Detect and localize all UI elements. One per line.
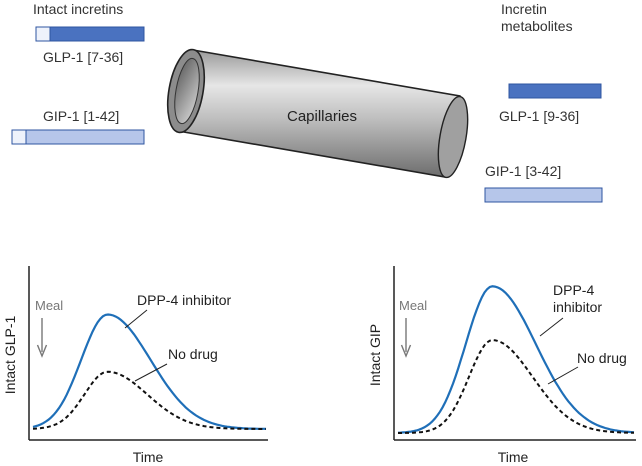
glp1-inhibitor-curve	[32, 313, 267, 430]
gip-meal-arrow	[400, 318, 412, 358]
capillaries-label: Capillaries	[287, 108, 357, 125]
glp1-nodrug-curve	[32, 370, 266, 430]
gip-nodrug-leader	[547, 366, 579, 385]
glp1-intact-cleaved-segment	[35, 26, 51, 42]
glp1-meal-arrow	[36, 318, 48, 358]
gip-meal-label: Meal	[399, 298, 427, 313]
capillary-tube: Capillaries	[166, 48, 469, 179]
glp1-chart: Intact GLP-1 Time Meal DPP-4 inhibitor N…	[2, 266, 268, 465]
gip1-intact-label: GIP-1 [1-42]	[43, 108, 119, 124]
capillary-far-end	[437, 95, 469, 179]
metabolites-heading-line-1: Incretin	[501, 1, 547, 17]
glp1-metabolite-bar	[508, 83, 602, 99]
glp1-nodrug-label: No drug	[168, 346, 218, 362]
glp1-nodrug-leader	[134, 363, 168, 382]
gip-inhibitor-curve	[397, 285, 635, 434]
incretin-metabolites-heading: Incretin metabolites	[501, 1, 573, 34]
glp1-inhibitor-leader	[124, 309, 148, 329]
glp1-intact-label: GLP-1 [7-36]	[43, 49, 123, 65]
gip1-intact-bar	[11, 129, 145, 145]
metabolites-heading-line-2: metabolites	[501, 18, 573, 34]
glp1-metabolite-label: GLP-1 [9-36]	[499, 108, 579, 124]
gip-chart-xlabel: Time	[498, 449, 529, 465]
glp1-intact-bar	[35, 26, 145, 42]
glp1-intact-main-segment	[49, 26, 145, 42]
glp1-meal-label: Meal	[35, 298, 63, 313]
intact-incretins-heading: Intact incretins	[33, 1, 123, 17]
glp1-inhibitor-label: DPP-4 inhibitor	[137, 292, 231, 308]
gip1-intact-main-segment	[25, 129, 145, 145]
gip-inhibitor-leader	[539, 317, 564, 337]
gip1-metabolite-bar	[484, 187, 603, 203]
glp1-chart-xlabel: Time	[133, 449, 164, 465]
capillary-opening-inner	[174, 57, 200, 125]
gip-chart-ylabel: Intact GIP	[367, 324, 383, 386]
gip1-intact-cleaved-segment	[11, 129, 27, 145]
gip-nodrug-label: No drug	[577, 350, 627, 366]
gip1-metabolite-label: GIP-1 [3-42]	[485, 163, 561, 179]
glp1-chart-ylabel: Intact GLP-1	[2, 315, 18, 394]
